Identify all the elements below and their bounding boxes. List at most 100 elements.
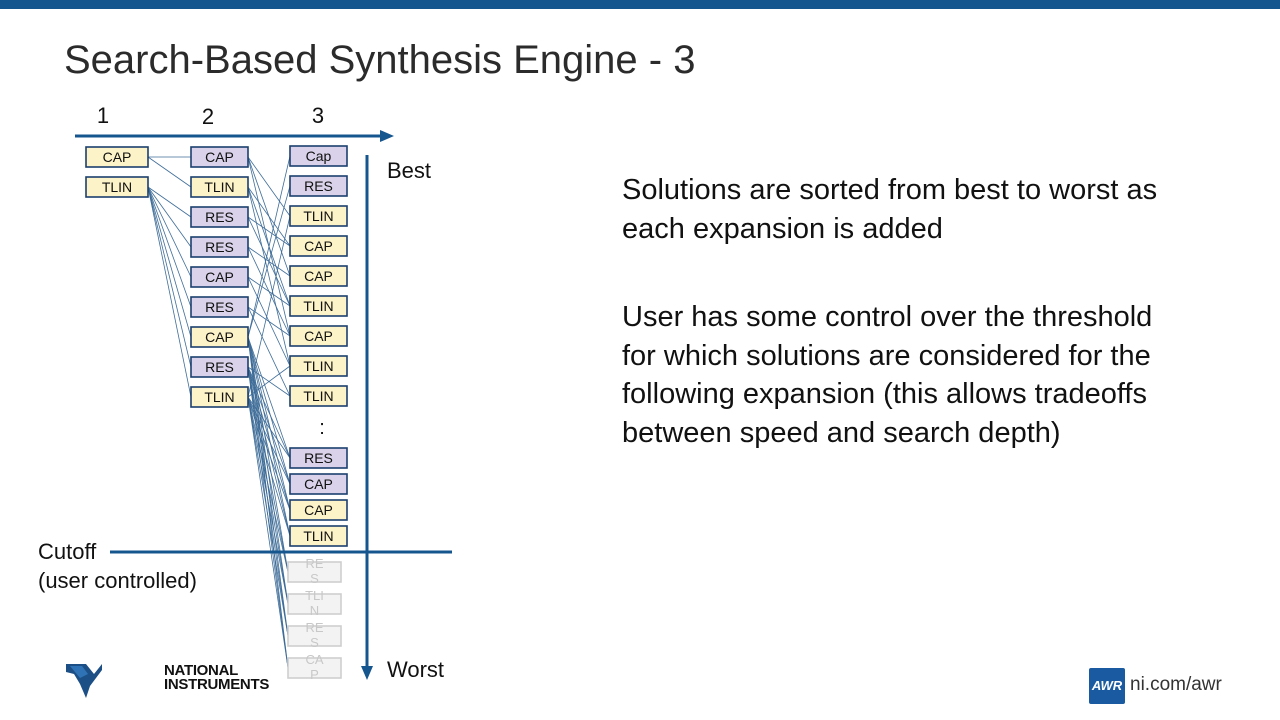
connector-line	[247, 186, 291, 247]
national-instruments-logo: NATIONAL INSTRUMENTS	[64, 660, 269, 702]
col2-node-box	[190, 266, 249, 288]
col3-pruned-node-box	[287, 561, 342, 583]
col2-node-label: RES	[205, 239, 234, 255]
col3-node-label: CAP	[304, 268, 333, 284]
connector-line	[247, 216, 291, 247]
cutoff-sub-label: (user controlled)	[38, 568, 197, 593]
connector-line	[147, 186, 192, 278]
col2-node-label: RES	[205, 359, 234, 375]
connector-line	[247, 336, 291, 459]
col3-node-label: Cap	[306, 148, 332, 164]
col2-node-label: TLIN	[204, 179, 234, 195]
col3-node-box	[289, 205, 348, 227]
connector-line	[247, 396, 291, 511]
cutoff-label: Cutoff	[38, 539, 97, 564]
paragraph-threshold: User has some control over the threshold…	[622, 301, 1153, 449]
col2-node-label: RES	[205, 299, 234, 315]
col1-node-box	[85, 146, 149, 168]
connector-line	[247, 336, 291, 537]
col1-node-box	[85, 176, 149, 198]
connector-line	[247, 306, 291, 397]
column-number-label: 1	[97, 103, 109, 128]
connector-line	[247, 366, 291, 459]
col2-node-box	[190, 326, 249, 348]
col2-node-box	[190, 356, 249, 378]
ranking-arrowhead	[361, 666, 373, 680]
connector-line	[247, 396, 289, 573]
col2-node-box	[190, 386, 249, 408]
connector-line	[247, 396, 289, 669]
connector-line	[147, 186, 192, 248]
connector-line	[147, 186, 192, 368]
connector-line	[147, 186, 192, 308]
col3-lower-node-box	[289, 473, 348, 495]
connector-line	[147, 186, 192, 398]
awr-badge: AWR	[1089, 668, 1125, 704]
col2-node-label: RES	[205, 209, 234, 225]
column-number-label: 2	[202, 104, 214, 129]
connector-line	[247, 215, 291, 398]
connector-line	[247, 336, 291, 511]
worst-label: Worst	[387, 657, 444, 682]
ellipsis-mark: :	[319, 417, 325, 439]
ni-eagle-logo-icon	[66, 664, 102, 698]
connector-line	[247, 366, 291, 485]
col3-node-box	[289, 295, 348, 317]
col3-node-label: TLIN	[303, 358, 333, 374]
col3-lower-node-label: CAP	[304, 502, 333, 518]
col3-node-box	[289, 385, 348, 407]
col3-node-label: TLIN	[303, 388, 333, 404]
connector-line	[147, 156, 192, 188]
col3-node-label: TLIN	[303, 298, 333, 314]
connector-line	[247, 396, 291, 459]
col3-lower-node-box	[289, 499, 348, 521]
connector-line	[247, 396, 291, 537]
top-accent-bar	[0, 0, 1280, 9]
col3-pruned-node-box	[287, 625, 342, 647]
connector-line	[247, 156, 291, 217]
connector-line	[147, 186, 192, 338]
paragraph-sorting: Solutions are sorted from best to worst …	[622, 174, 1158, 245]
company-line-2: INSTRUMENTS	[164, 676, 270, 693]
connector-line	[247, 396, 289, 605]
connector-line	[247, 396, 291, 485]
col2-node-box	[190, 146, 249, 168]
connector-line	[247, 336, 289, 573]
connector-line	[247, 276, 291, 307]
col3-node-label: RES	[304, 178, 333, 194]
col2-node-box	[190, 206, 249, 228]
connector-line	[247, 366, 291, 537]
col3-node-box	[289, 265, 348, 287]
connector-line	[247, 185, 291, 338]
site-url[interactable]: ni.com/awr	[1130, 674, 1222, 695]
col1-node-label: TLIN	[102, 179, 132, 195]
col3-node-box	[289, 325, 348, 347]
connector-line	[247, 186, 291, 367]
col3-node-label: CAP	[304, 328, 333, 344]
col3-lower-node-label: CAP	[304, 476, 333, 492]
col2-node-label: CAP	[205, 329, 234, 345]
col3-pruned-node-box	[287, 593, 342, 615]
connector-line	[247, 336, 291, 485]
col3-lower-node-box	[289, 525, 348, 547]
column-number-label: 3	[312, 103, 324, 128]
expansion-arrowhead	[380, 130, 394, 142]
connector-line	[147, 186, 192, 218]
col3-lower-node-box	[289, 447, 348, 469]
col3-node-box	[289, 355, 348, 377]
col3-node-box	[289, 145, 348, 167]
col3-pruned-node-box	[287, 657, 342, 679]
col2-node-box	[190, 176, 249, 198]
connector-line	[247, 396, 289, 637]
col2-node-box	[190, 296, 249, 318]
slide-title: Search-Based Synthesis Engine - 3	[64, 38, 696, 82]
col2-node-box	[190, 236, 249, 258]
col1-node-label: CAP	[103, 149, 132, 165]
connector-line	[247, 155, 291, 338]
col3-node-box	[289, 235, 348, 257]
col3-node-label: CAP	[304, 238, 333, 254]
